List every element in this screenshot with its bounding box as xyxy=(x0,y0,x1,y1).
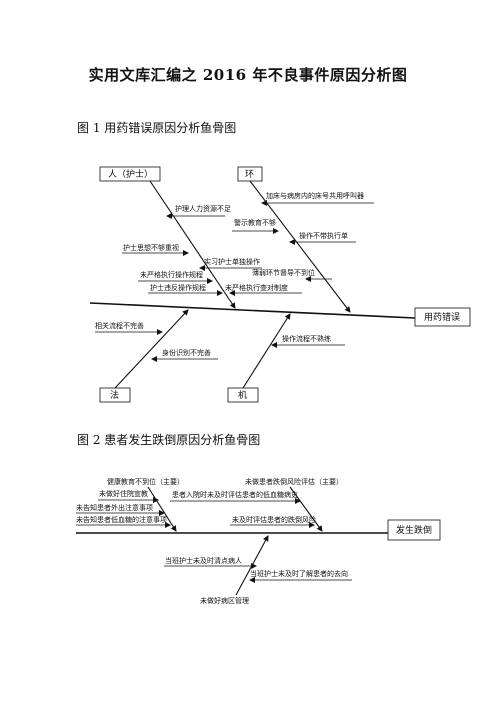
fig1-cause-6: 实习护士单独操作 xyxy=(204,257,260,266)
fig1-label-environment: 环 xyxy=(245,169,254,180)
fig1-cause-9: 护士违反操作规程 xyxy=(150,283,206,292)
fig1-cause-4: 操作不带执行单 xyxy=(299,231,348,240)
fig2-cause-5: 未告知患者外出注意事项 xyxy=(76,503,153,512)
fig1-bone-method xyxy=(114,309,189,389)
fig2-cause-4: 患者入院时未及时评估患者的低血糖病史 xyxy=(172,490,298,499)
fig1-effect-label: 用药错误 xyxy=(424,311,460,323)
fig1-cause-7: 未严格执行操作规程 xyxy=(140,270,203,279)
fig1-bone-person xyxy=(149,180,236,309)
fig1-cause-5: 护士思想不够重视 xyxy=(123,243,179,252)
fig2-effect-label: 发生跌倒 xyxy=(396,524,432,536)
fig1-cause-3: 警示教育不够 xyxy=(234,218,276,227)
fig1-cause-8: 薄弱环节督导不到位 xyxy=(252,268,315,277)
fig2-bone-upper-right xyxy=(289,486,323,532)
fig1-cause-2: 加床与病房内的床号共用呼叫器 xyxy=(266,191,364,200)
fig2-cause-3: 未做好住院宣教 xyxy=(99,489,148,498)
fig1-box-person xyxy=(99,166,161,182)
fig1-cause-13: 操作流程不熟练 xyxy=(282,334,331,343)
fig1-bone-environment xyxy=(249,180,351,313)
fig2-cause-6: 未告知患者低血糖的注意事项 xyxy=(76,515,167,524)
figure2-caption: 图 2 患者发生跌倒原因分析鱼骨图 xyxy=(77,433,261,447)
fig2-cause-2: 未做患者跌倒风险评估（主要） xyxy=(245,477,343,486)
fig1-cause-1: 护理人力资源不足 xyxy=(175,204,231,213)
fig1-cause-12: 身份识别不完善 xyxy=(162,348,211,357)
fig2-cause-1: 健康教育不到位（主要） xyxy=(107,477,184,486)
figure1-caption: 图 1 用药错误原因分析鱼骨图 xyxy=(77,121,237,135)
fig2-bone-upper-left xyxy=(147,486,177,532)
fig1-label-machine: 机 xyxy=(238,389,247,401)
fig2-cause-7: 未及时评估患者的跌倒风险 xyxy=(232,515,316,524)
fig1-cause-11: 相关流程不完善 xyxy=(95,321,144,330)
fig2-effect-box xyxy=(387,519,441,541)
fig2-cause-9: 当班护士未及时了解患者的去向 xyxy=(250,569,348,578)
figure2-fishbone: 发生跌倒 健康教育不到位（主要） 未做好住院宣教 未告知患者外出注意事项 未告知… xyxy=(76,477,441,605)
fig1-label-method: 法 xyxy=(110,389,119,401)
document-title: 实用文库汇编之 2016 年不良事件原因分析图 xyxy=(88,66,408,84)
fig2-cause-10: 未做好病区管理 xyxy=(200,596,249,605)
fig2-cause-8: 当班护士未及时清点病人 xyxy=(165,556,242,565)
fig1-effect-box xyxy=(414,307,471,327)
figure1-fishbone: 人（护士） 环 法 机 用药错误 护理人力资源不足 警示教育不够 护士思想不够重… xyxy=(89,166,471,403)
fig1-label-person: 人（护士） xyxy=(108,168,153,180)
fig1-cause-10: 未严格执行查对制度 xyxy=(225,283,288,292)
fig1-bone-machine xyxy=(242,313,291,389)
fig2-bone-lower xyxy=(235,535,269,596)
fig1-spine xyxy=(89,302,416,319)
